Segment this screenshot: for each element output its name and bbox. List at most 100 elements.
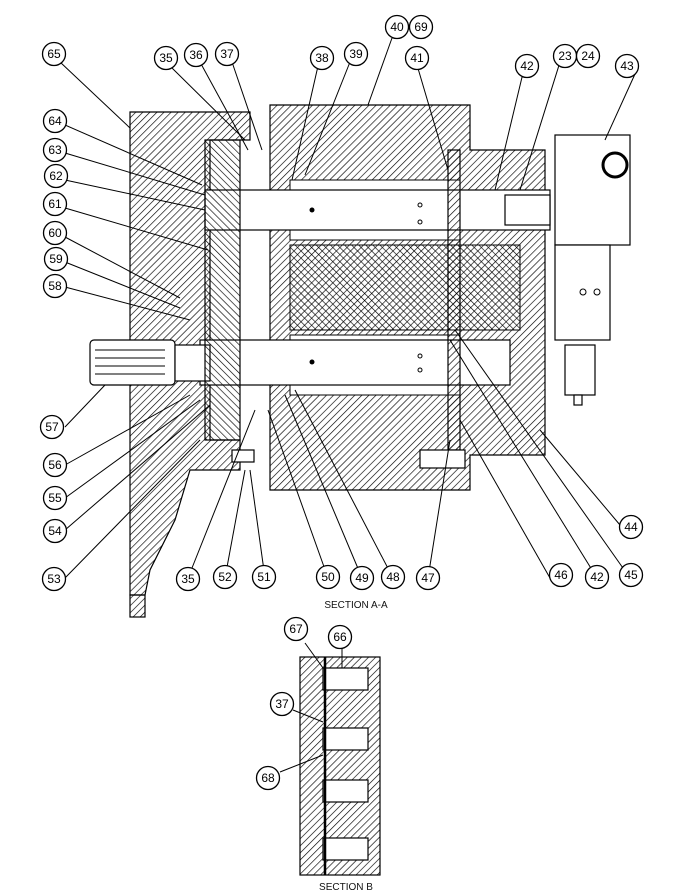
control-valve [554,134,631,406]
section-b-body [299,656,381,876]
callout: 67 [283,616,309,642]
svg-text:55: 55 [48,491,62,505]
svg-text:67: 67 [289,622,303,636]
upper-shaft-end [504,194,551,226]
callout: 61 [42,191,68,217]
section-a-body [89,104,631,618]
callout: 68 [255,765,281,791]
callouts-section-b: 67 66 37 68 [255,616,353,791]
callout: 63 [42,137,68,163]
svg-text:68: 68 [261,771,275,785]
shaft-hole [417,367,423,373]
callout: 24 [575,43,601,69]
callout: 60 [42,220,68,246]
svg-text:44: 44 [624,520,638,534]
svg-text:39: 39 [349,47,363,61]
shaft-hole [417,353,423,359]
callout: 49 [349,565,375,591]
callout: 69 [408,14,434,40]
swash-plate [204,139,241,441]
svg-text:40: 40 [390,20,404,34]
svg-text:42: 42 [520,59,534,73]
svg-text:49: 49 [355,571,369,585]
upper-shaft [204,189,551,231]
callout: 59 [43,246,69,272]
callout: 36 [183,42,209,68]
callout: 37 [269,691,295,717]
svg-text:57: 57 [45,420,59,434]
shaft-hole [417,202,423,208]
callout: 41 [404,45,430,71]
callout: 58 [42,273,68,299]
svg-text:53: 53 [47,572,61,586]
svg-text:69: 69 [414,20,428,34]
callout: 55 [42,485,68,511]
flange-tab [129,594,146,618]
svg-text:54: 54 [48,524,62,538]
svg-text:35: 35 [181,572,195,586]
svg-text:64: 64 [48,114,62,128]
callout: 65 [41,41,67,67]
callout: 39 [343,41,369,67]
svg-text:48: 48 [386,570,400,584]
callout: 40 [384,14,410,40]
svg-text:62: 62 [49,169,63,183]
callout: 37 [214,41,240,67]
callout: 47 [415,565,441,591]
leader-lines [59,37,636,773]
callout: 57 [39,414,65,440]
callout: 54 [42,518,68,544]
svg-text:47: 47 [421,571,435,585]
svg-text:45: 45 [624,568,638,582]
section-b-caption: SECTION B [319,882,373,893]
callout: 56 [42,452,68,478]
callout: 50 [315,564,341,590]
callout: 42 [514,53,540,79]
callout: 66 [327,624,353,650]
svg-text:51: 51 [257,570,271,584]
callout: 42 [584,564,610,590]
svg-text:42: 42 [590,570,604,584]
svg-text:24: 24 [581,49,595,63]
callout: 35 [175,566,201,592]
svg-text:59: 59 [49,252,63,266]
svg-text:65: 65 [47,47,61,61]
splined-shaft [89,339,211,386]
callout: 38 [309,45,335,71]
center-block [289,244,521,331]
svg-text:23: 23 [558,49,572,63]
svg-text:35: 35 [159,51,173,65]
section-a-caption: SECTION A-A [324,600,388,611]
svg-text:38: 38 [315,51,329,65]
shaft-hole [309,207,315,213]
svg-text:50: 50 [321,570,335,584]
svg-text:36: 36 [189,48,203,62]
housing-bolt [419,449,466,469]
svg-text:43: 43 [620,59,634,73]
callout: 45 [618,562,644,588]
svg-text:46: 46 [554,568,568,582]
callout: 46 [548,562,574,588]
svg-text:61: 61 [48,197,62,211]
svg-text:41: 41 [410,51,424,65]
callout: 62 [43,163,69,189]
callout: 52 [212,564,238,590]
svg-text:37: 37 [220,47,234,61]
svg-text:58: 58 [48,279,62,293]
shaft-hole [309,359,315,365]
svg-text:60: 60 [48,226,62,240]
svg-text:66: 66 [333,630,347,644]
callout: 48 [380,564,406,590]
callout: 51 [251,564,277,590]
svg-text:52: 52 [218,570,232,584]
callouts-section-a: 65 35 36 37 38 39 40 69 41 42 23 24 43 6… [39,14,644,592]
shaft-hole [417,219,423,225]
svg-text:63: 63 [48,143,62,157]
callout: 44 [618,514,644,540]
valve-plate [447,149,461,451]
callout: 23 [552,43,578,69]
callout: 35 [153,45,179,71]
svg-text:56: 56 [48,458,62,472]
callout: 64 [42,108,68,134]
